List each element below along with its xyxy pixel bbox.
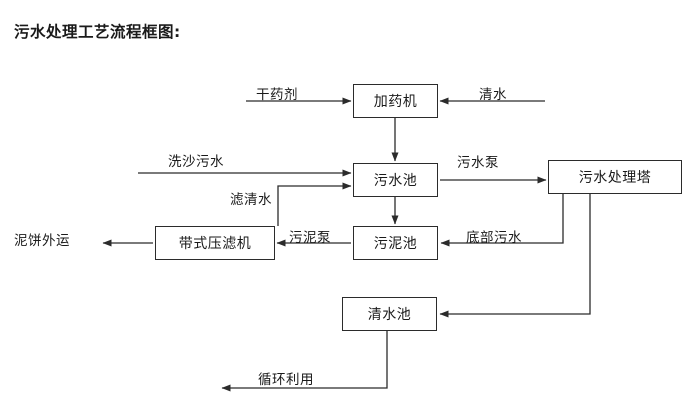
node-clean-water-pool-label: 清水池 [367,307,412,323]
node-clean-water-pool[interactable]: 清水池 [342,297,437,331]
terminal-label-mud-cake-out: 泥饼外运 [14,233,70,249]
node-dosing-machine[interactable]: 加药机 [353,84,438,118]
edge-label-sludge-pump: 污泥泵 [289,230,331,246]
edge-label-filtered-water: 滤清水 [230,192,272,208]
node-sludge-pool-label: 污泥池 [373,236,418,252]
node-treatment-tower[interactable]: 污水处理塔 [548,160,682,194]
edge-bottom-sewage-to-sludge-pool [440,194,564,247]
node-treatment-tower-label: 污水处理塔 [578,170,652,186]
node-sludge-pool[interactable]: 污泥池 [353,226,438,260]
edge-filtered-water-to-sewage-pool [277,182,352,226]
node-sewage-pool[interactable]: 污水池 [353,163,438,197]
page-title: 污水处理工艺流程框图: [14,23,181,41]
edge-clean-water-pool-to-recycle [221,331,388,392]
edge-label-sand-wash-sewage: 洗沙污水 [168,154,224,170]
edge-label-bottom-sewage: 底部污水 [466,230,522,246]
edge-tower-to-clean-water-pool [439,194,591,318]
node-belt-filter-press-label: 带式压滤机 [178,236,252,252]
node-dosing-machine-label: 加药机 [373,94,418,110]
edge-label-recycle-reuse: 循环利用 [258,372,314,388]
edge-label-dry-agent: 干药剂 [256,87,298,103]
node-belt-filter-press[interactable]: 带式压滤机 [155,226,275,260]
node-sewage-pool-label: 污水池 [373,173,418,189]
edge-label-sewage-pump: 污水泵 [457,155,499,171]
edge-label-clean-water-in: 清水 [479,87,507,103]
